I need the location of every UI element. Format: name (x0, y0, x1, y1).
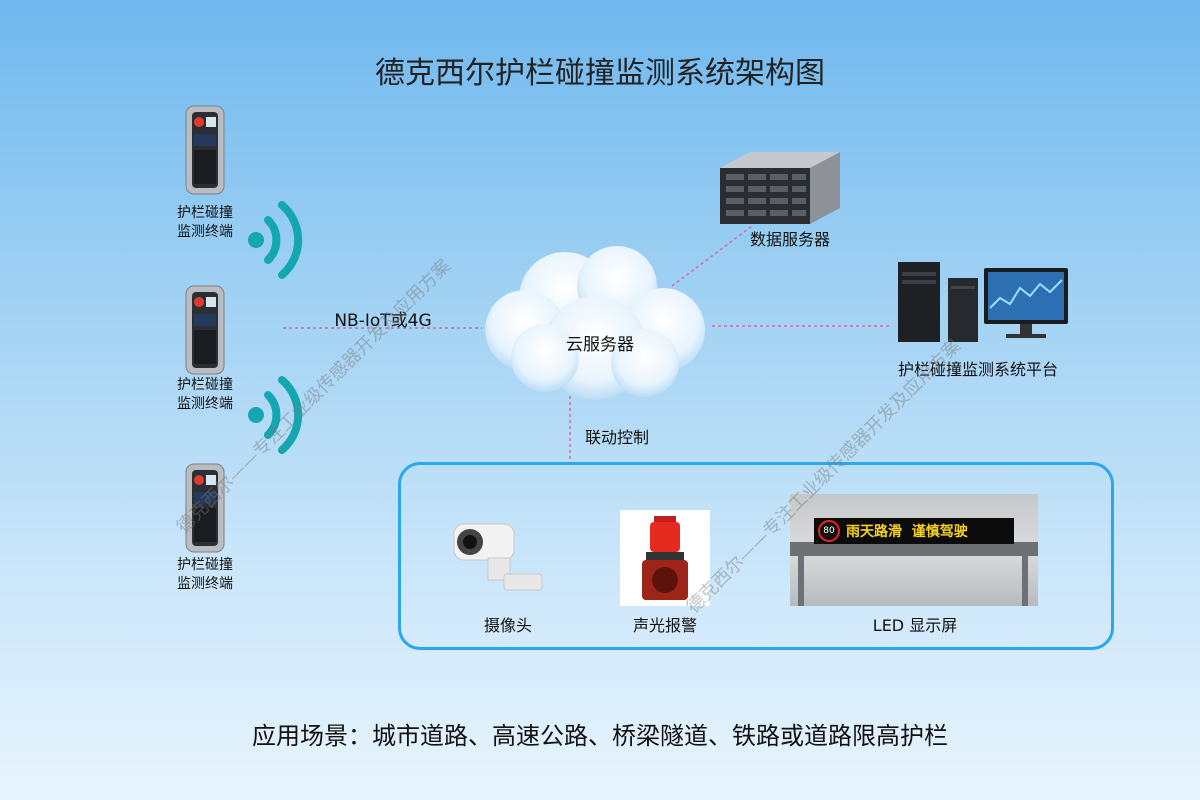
workstation-icon (890, 258, 1080, 348)
camera-icon (448, 518, 558, 598)
led-screen: 80 雨天路滑 谨慎驾驶 (814, 518, 1014, 544)
cloud-icon (465, 238, 725, 408)
data-server-label: 数据服务器 (730, 226, 850, 250)
terminal-2: 护栏碰撞 监测终端 (175, 284, 235, 420)
terminal-label: 监测终端 (145, 575, 265, 594)
gantry-beam (790, 542, 1038, 556)
terminal-device-icon (175, 284, 235, 376)
led-label: LED 显示屏 (850, 612, 980, 636)
terminal-label: 护栏碰撞 (145, 556, 265, 575)
gantry-post (1022, 542, 1028, 606)
gantry-post (798, 542, 804, 606)
speed-limit-badge: 80 (818, 520, 840, 542)
application-scenarios: 应用场景：城市道路、高速公路、桥梁隧道、铁路或道路限高护栏 (0, 716, 1200, 751)
camera-label: 摄像头 (458, 612, 558, 636)
wireless-signal-icon (240, 195, 310, 285)
cloud-label: 云服务器 (535, 330, 665, 355)
control-label: 联动控制 (572, 424, 662, 448)
led-display-image: 80 雨天路滑 谨慎驾驶 (790, 494, 1038, 606)
led-text: 雨天路滑 谨慎驾驶 (846, 521, 968, 541)
terminal-1: 护栏碰撞 监测终端 (175, 104, 235, 240)
platform-label: 护栏碰撞监测系统平台 (868, 356, 1088, 380)
terminal-device-icon (175, 104, 235, 196)
rack-server-icon (710, 150, 850, 230)
